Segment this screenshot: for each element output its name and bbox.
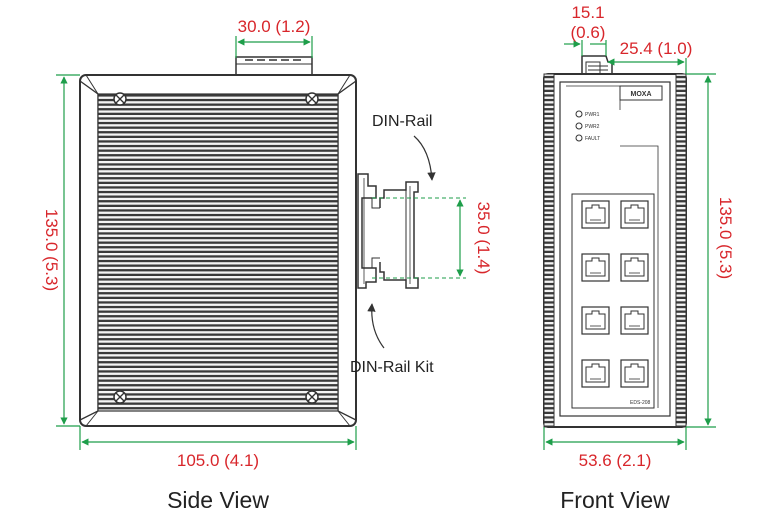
screw-icon	[113, 92, 127, 106]
dimension-top-width: 30.0 (1.2)	[235, 17, 313, 58]
led-label: PWR2	[585, 124, 600, 130]
dim-front-depth-label: 15.1	[571, 3, 604, 22]
led-label: PWR1	[585, 112, 600, 118]
led-label: FAULT	[585, 136, 600, 142]
ethernet-port-icon	[581, 306, 610, 335]
ethernet-port-panel: EDS-208	[571, 145, 659, 409]
dimension-front-width: 53.6 (2.1)	[543, 427, 687, 470]
ethernet-port-icon	[581, 359, 610, 388]
moxa-logo: MOXA	[619, 85, 663, 101]
brand-label: MOXA	[631, 91, 652, 98]
dimension-rail-height: 35.0 (1.4)	[456, 199, 493, 277]
side-view: DIN-Rail DIN-Rail Kit 30.0 (1.2) 135.0 (…	[42, 17, 493, 513]
model-label: EDS-208	[630, 400, 651, 406]
dimension-front-top: 25.4 (1.0)	[607, 39, 693, 74]
dim-side-height-label: 135.0 (5.3)	[42, 209, 61, 291]
din-rail-label: DIN-Rail	[372, 113, 432, 130]
led-indicators: PWR1 PWR2 FAULT	[575, 110, 600, 142]
dimension-side-height: 135.0 (5.3)	[42, 74, 80, 427]
dim-front-width-label: 53.6 (2.1)	[579, 451, 652, 470]
top-connector	[235, 56, 313, 76]
dimension-front-depth: 15.1 (0.6)	[564, 3, 607, 56]
dim-front-height-label: 135.0 (5.3)	[716, 197, 735, 279]
dim-front-top-label: 25.4 (1.0)	[620, 39, 693, 58]
ethernet-port-icon	[581, 200, 610, 229]
din-rail	[379, 181, 419, 289]
side-housing	[79, 74, 357, 427]
ethernet-port-icon	[620, 306, 649, 335]
ethernet-port-icon	[581, 253, 610, 282]
dim-rail-height-label: 35.0 (1.4)	[474, 202, 493, 275]
din-rail-kit	[357, 173, 380, 289]
front-view: MOXA PWR1 PWR2 FAULT EDS-208	[543, 3, 735, 513]
dimension-front-height: 135.0 (5.3)	[686, 73, 735, 428]
ethernet-port-icon	[620, 200, 649, 229]
front-view-caption: Front View	[560, 487, 670, 513]
dim-front-depth-inch-label: (0.6)	[571, 23, 606, 42]
din-rail-kit-pointer	[367, 303, 385, 349]
din-rail-pointer	[413, 135, 436, 181]
cooling-fins	[97, 93, 339, 412]
dim-top-width-label: 30.0 (1.2)	[238, 17, 311, 36]
ethernet-port-icon	[620, 253, 649, 282]
dim-side-width-label: 105.0 (4.1)	[177, 451, 259, 470]
side-view-caption: Side View	[167, 487, 269, 513]
din-rail-kit-label: DIN-Rail Kit	[350, 359, 434, 376]
screw-icon	[305, 92, 319, 106]
ethernet-port-icon	[620, 359, 649, 388]
screw-icon	[305, 390, 319, 404]
din-clip	[581, 55, 613, 75]
dimension-side-width: 105.0 (4.1)	[79, 426, 357, 470]
screw-icon	[113, 390, 127, 404]
